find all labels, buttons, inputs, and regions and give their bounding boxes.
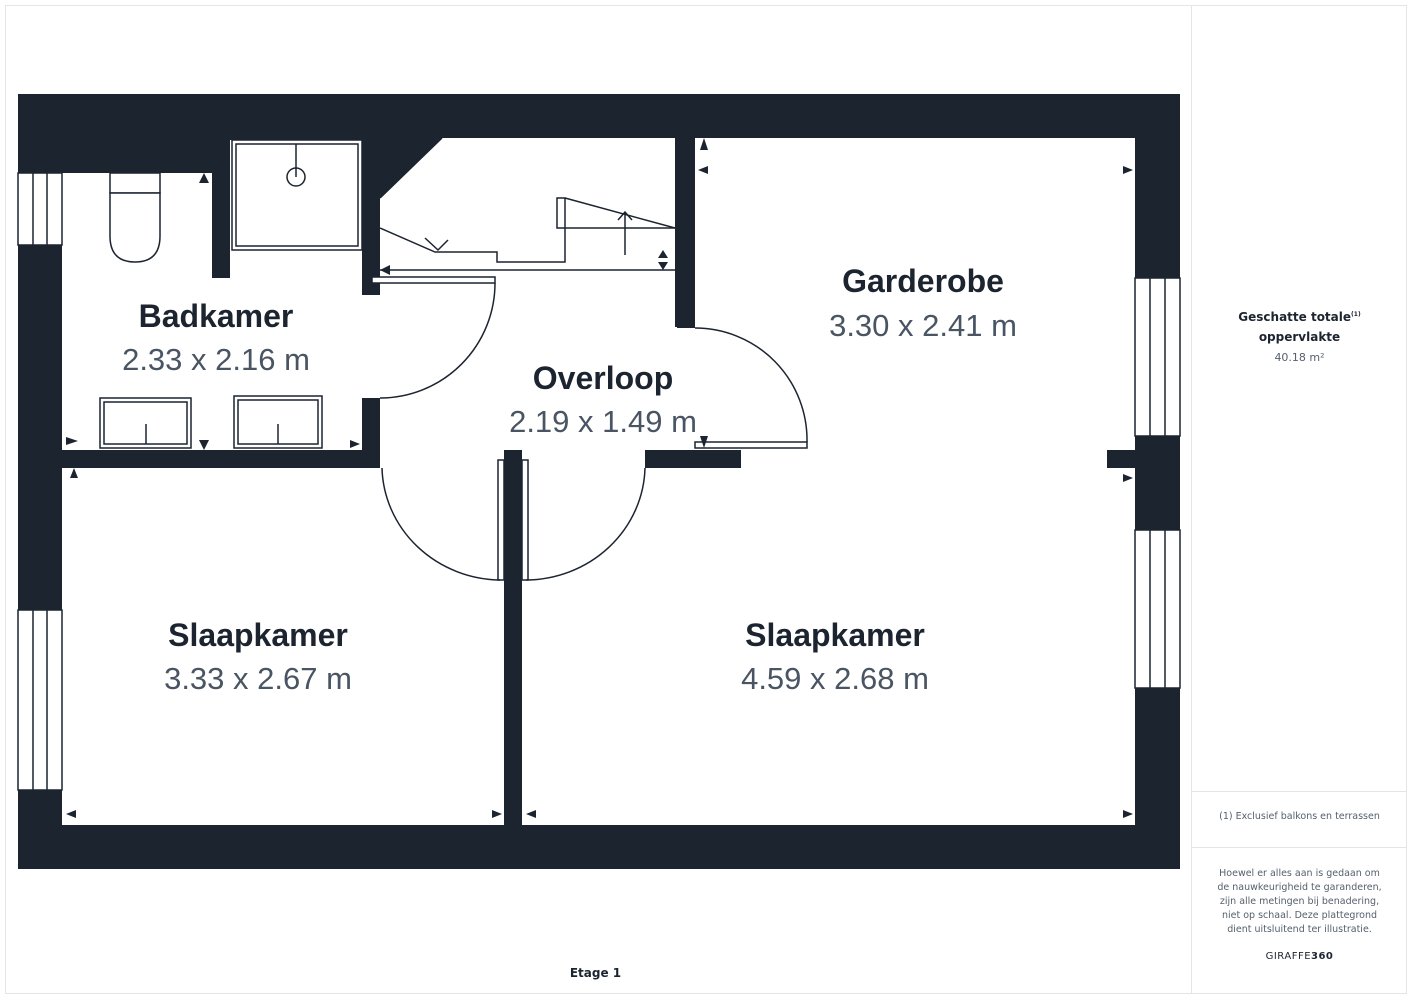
room-dim-overloop: 2.19 x 1.49 m [509, 404, 697, 439]
shower-fixture [231, 139, 363, 251]
area-title-line2: oppervlakte [1258, 330, 1341, 344]
wall-bedrooms-divider [504, 450, 522, 825]
wall-shower-left [212, 140, 230, 278]
staircase [379, 137, 676, 271]
wall-garderobe-left [677, 138, 695, 328]
room-garderobe-floor [695, 138, 1135, 450]
room-slaapkamer-right-floor [522, 450, 1135, 825]
door-slaapkamer-left [381, 459, 505, 581]
page-frame [5, 5, 1407, 994]
area-title-footnote-ref: (1) [1351, 311, 1361, 318]
room-name-overloop: Overloop [533, 360, 673, 396]
floor-plan: Badkamer 2.33 x 2.16 m Overloop 2.19 x 1… [17, 94, 1181, 869]
room-name-slaapkamer-left: Slaapkamer [168, 617, 348, 653]
room-slaapkamer-left-floor [62, 468, 504, 825]
floor-label: Etage 1 [569, 966, 622, 980]
info-sidebar: Geschatte totale(1) oppervlakte 40.18 m²… [1191, 5, 1407, 994]
door-slaapkamer-right [521, 459, 646, 581]
footnote: (1) Exclusief balkons en terrassen [1219, 811, 1380, 822]
room-overloop-floor [380, 138, 695, 468]
room-name-slaapkamer-right: Slaapkamer [745, 617, 925, 653]
brand-bold: 360 [1311, 951, 1334, 962]
room-dim-garderobe: 3.30 x 2.41 m [829, 308, 1017, 343]
sidebar-divider-top [1192, 791, 1407, 792]
area-value: 40.18 m² [1274, 351, 1325, 364]
toilet-fixture [109, 172, 161, 263]
window-left-bottom [17, 609, 63, 791]
door-badkamer [371, 276, 496, 399]
room-dim-badkamer: 2.33 x 2.16 m [122, 342, 310, 377]
disclaimer: Hoewel er alles aan is gedaan om de nauw… [1217, 868, 1382, 935]
door-garderobe [694, 327, 808, 449]
area-title-line1: Geschatte totale [1238, 310, 1352, 324]
sidebar-divider-bottom [1192, 847, 1407, 848]
room-name-garderobe: Garderobe [842, 263, 1004, 299]
room-dim-slaapkamer-left: 3.33 x 2.67 m [164, 661, 352, 696]
window-right-bottom [1134, 529, 1181, 689]
sink-fixtures [99, 395, 323, 449]
window-left-top [17, 172, 63, 246]
wall-garderobe-bottom-right [1107, 450, 1135, 468]
area-title: Geschatte totale(1) oppervlakte [1192, 307, 1407, 347]
wall-badkamer-bottom [62, 450, 380, 468]
brand-logo: GIRAFFE360 [1192, 951, 1407, 962]
window-right-top [1134, 277, 1181, 437]
room-dim-slaapkamer-right: 4.59 x 2.68 m [741, 661, 929, 696]
brand-light: GIRAFFE [1265, 951, 1312, 962]
wall-garderobe-bottom [645, 450, 741, 468]
dimension-markers [66, 138, 1133, 818]
room-name-badkamer: Badkamer [139, 298, 294, 334]
